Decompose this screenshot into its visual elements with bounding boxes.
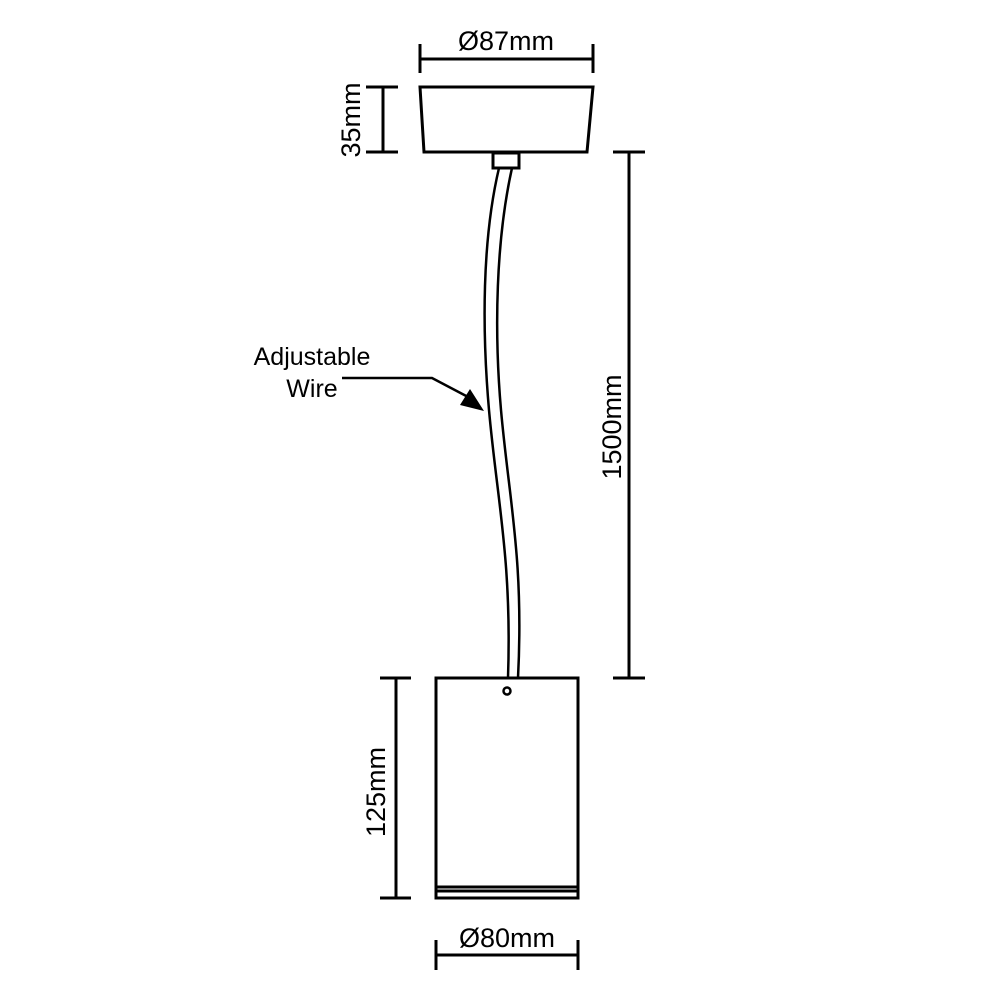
dimension-canopy-diameter: Ø87mm xyxy=(418,26,595,73)
wire-strand-left xyxy=(483,167,510,679)
canopy-diameter-label: Ø87mm xyxy=(458,26,554,56)
wire-callout: Adjustable Wire xyxy=(254,343,484,411)
shade-height-label: 125mm xyxy=(361,747,391,837)
dimension-shade-diameter: Ø80mm xyxy=(434,923,580,970)
wire-label-line1: Adjustable xyxy=(254,343,371,371)
cable-grip xyxy=(491,151,521,170)
wire-strand-right xyxy=(495,167,521,679)
dimension-canopy-height: 35mm xyxy=(336,82,398,158)
shade-diameter-label: Ø80mm xyxy=(459,923,555,953)
callout-arrowhead xyxy=(460,389,484,411)
suspension-hole xyxy=(502,686,512,696)
dimension-shade-height: 125mm xyxy=(361,676,411,900)
dimension-wire-length: 1500mm xyxy=(597,150,645,680)
canopy-body xyxy=(418,85,595,154)
callout-leader-line xyxy=(342,376,471,400)
canopy xyxy=(418,85,595,170)
wire-length-label: 1500mm xyxy=(597,374,627,479)
shade xyxy=(434,676,580,900)
wire-label-line2: Wire xyxy=(286,375,337,403)
wire xyxy=(483,167,521,679)
shade-body xyxy=(434,676,580,900)
canopy-height-label: 35mm xyxy=(336,82,366,157)
